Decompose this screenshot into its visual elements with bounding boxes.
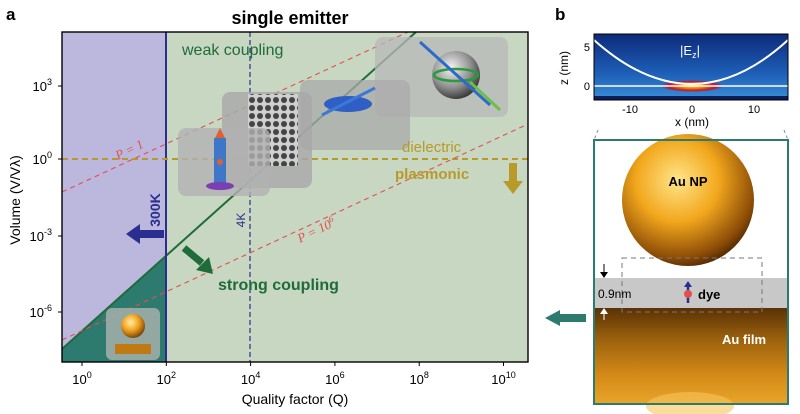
y-tick-label: 10-6	[30, 303, 52, 320]
strong-coupling-arrow	[181, 245, 213, 274]
y-tick-label: 10-3	[30, 227, 52, 244]
p1e6-line	[61, 123, 529, 341]
gold-film	[594, 308, 788, 404]
microdisk-box	[300, 80, 410, 150]
zoom-box	[621, 257, 763, 313]
y-axis: 103 100 10-3 10-6 Volume (V/Vλ)	[7, 77, 62, 320]
taper-fiber-icon	[418, 40, 492, 107]
link-arrow	[545, 310, 560, 326]
plasmonic-arrow	[503, 163, 523, 194]
z-tick-0: 0	[584, 81, 590, 93]
z-tick-5: 5	[584, 42, 590, 54]
gap-label: 0.9nm	[598, 287, 631, 301]
dye-molecule-icon	[684, 281, 692, 303]
x-tick-minus10: -10	[622, 104, 638, 116]
300k-arrow	[126, 224, 164, 244]
y-axis-label: Volume (V/Vλ)	[7, 155, 23, 244]
plasmonic-label: plasmonic	[395, 166, 469, 183]
y-tick-label: 103	[33, 77, 52, 94]
strong-coupling-label: strong coupling	[218, 277, 339, 294]
x-tick-label: 108	[409, 370, 428, 387]
panel-a-title: single emitter	[231, 8, 348, 28]
film-label: Au film	[722, 332, 766, 347]
x-tick-10: 10	[748, 104, 760, 116]
x-axis: 100 102 104 106 108 1010 Quality factor (Q)	[72, 362, 516, 407]
x-axis-label: Quality factor (Q)	[242, 391, 349, 407]
microsphere-ring	[432, 67, 480, 83]
nanoparticle-outline	[593, 39, 789, 85]
gold-nanoparticle	[622, 134, 754, 266]
y-tick-label: 100	[33, 150, 52, 167]
schematic-frame	[593, 139, 789, 405]
gold-film-icon	[115, 344, 151, 354]
x-tick-label: 100	[72, 370, 91, 387]
300k-label: 300K	[147, 193, 163, 226]
nanoparticle-icon	[121, 314, 145, 338]
field-x-axis-label: x (nm)	[675, 115, 709, 129]
z-axis-label: z (nm)	[557, 51, 571, 85]
panel-b-label: b	[555, 5, 565, 24]
x-tick-label: 104	[241, 370, 260, 387]
x-tick-label: 102	[157, 370, 176, 387]
weak-coupling-label: weak coupling	[181, 42, 283, 59]
x-tick-label: 106	[325, 370, 344, 387]
field-label: |Ez|	[680, 43, 700, 60]
4k-label: 4K	[234, 213, 248, 228]
nanoparticle-label: Au NP	[669, 174, 708, 189]
panel-a-label: a	[6, 5, 16, 24]
x-tick-label: 1010	[491, 370, 515, 387]
dielectric-label: dielectric	[402, 139, 462, 156]
cavity-illustrations	[106, 37, 508, 360]
plot-frame	[61, 31, 529, 363]
x-tick-0: 0	[689, 104, 695, 116]
dye-label: dye	[698, 287, 720, 302]
nanocavity-schematic: Au NP 0.9nm dye Au film	[593, 134, 789, 414]
field-map: |Ez| 5 0 z (nm) -10 0 10 x (nm)	[557, 33, 789, 129]
